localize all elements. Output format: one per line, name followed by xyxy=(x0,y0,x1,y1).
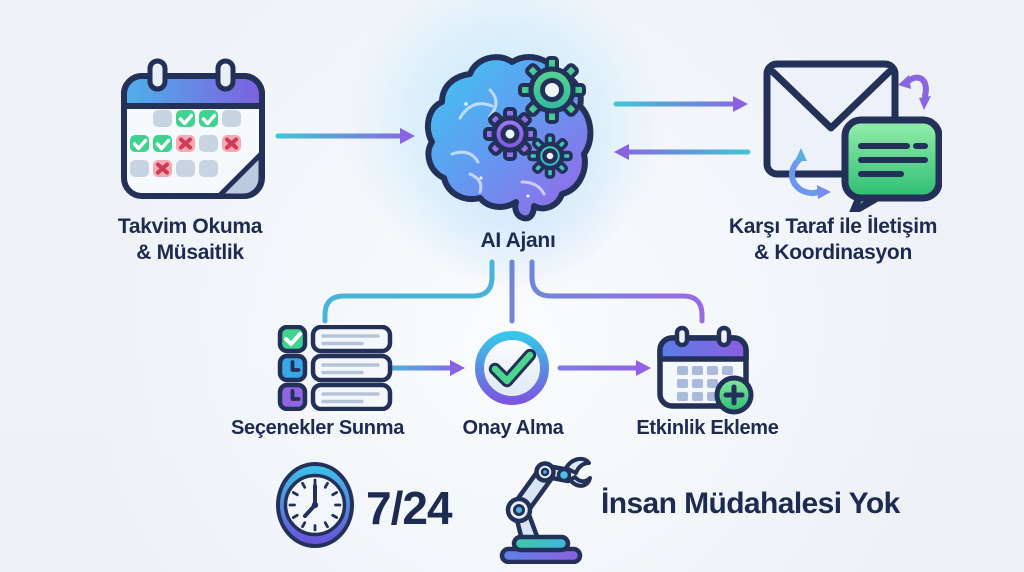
clock-hand-glyph xyxy=(290,360,301,372)
exchange-arrow-top xyxy=(898,74,931,110)
availability-247-label: 7/24 xyxy=(366,482,453,534)
communication-node-label: Karşı Taraf ile İletişim & Koordinasyon xyxy=(728,215,938,265)
clock-hand-glyph xyxy=(290,389,301,401)
gear-purple xyxy=(483,107,537,161)
gear-teal xyxy=(527,133,573,179)
approval-step-label: Onay Alma xyxy=(462,417,564,439)
arrowhead xyxy=(636,360,651,376)
brain-gears-icon xyxy=(424,54,594,222)
no-human-intervention-label: İnsan Müdahalesi Yok xyxy=(601,487,900,520)
calendar-node-label: Takvim Okuma & Müsaitlik xyxy=(117,215,263,265)
robot-arm-icon xyxy=(499,456,592,564)
email-chat-icon xyxy=(763,60,942,212)
clock-icon xyxy=(276,462,354,548)
brain-folds xyxy=(450,88,546,196)
chat-bubble-icon xyxy=(841,116,942,212)
event-step-label: Etkinlik Ekleme xyxy=(636,417,779,439)
calendar-availability-icon xyxy=(121,58,265,199)
exchange-arrow-bottom xyxy=(789,148,831,199)
options-checklist-icon xyxy=(277,325,393,411)
availability-grid xyxy=(130,110,241,177)
branch-agent-to-options xyxy=(322,259,495,324)
arrowhead xyxy=(450,360,465,376)
page-fold xyxy=(216,151,264,199)
gear-green xyxy=(518,56,586,124)
arrowhead xyxy=(733,96,748,112)
calendar-add-icon xyxy=(657,325,754,415)
options-step-label: Seçenekler Sunma xyxy=(230,417,405,439)
approval-check-icon xyxy=(475,331,549,405)
agent-node-label: AI Ajanı xyxy=(480,229,556,252)
arrowhead xyxy=(614,144,629,160)
claw-lower xyxy=(568,475,592,488)
branch-agent-to-event xyxy=(529,259,705,324)
arrowhead xyxy=(400,128,415,144)
claw-upper xyxy=(564,456,591,475)
